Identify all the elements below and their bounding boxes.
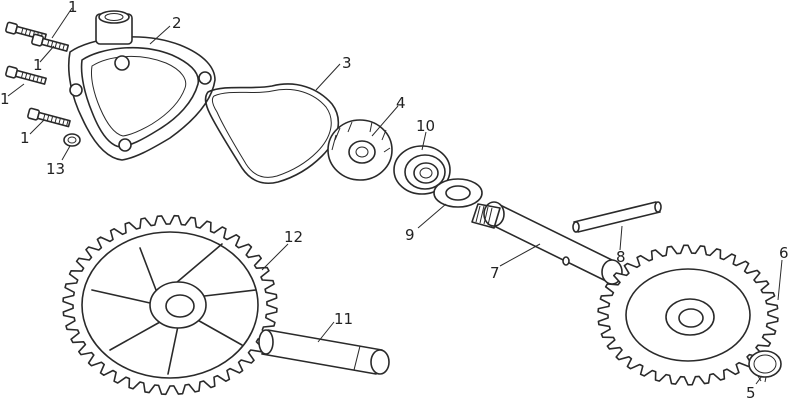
gasket — [204, 83, 340, 184]
callout-sealing-washer: 13 — [46, 160, 65, 178]
callout-seal: 10 — [416, 117, 435, 135]
pin — [572, 201, 662, 233]
callout-bolt-a: 1 — [68, 0, 78, 16]
callout-bolt-c: 1 — [0, 90, 10, 108]
callout-impeller: 4 — [396, 94, 406, 112]
small-gear — [597, 244, 779, 386]
pump-cover — [67, 10, 216, 161]
circlip — [748, 350, 782, 383]
callout-washer: 9 — [405, 226, 415, 244]
callout-small-gear: 6 — [779, 244, 789, 262]
callout-bolt-d: 1 — [20, 129, 30, 147]
shaft — [471, 201, 623, 285]
callout-gear-shaft: 11 — [334, 310, 353, 328]
sealing-washer — [63, 133, 81, 147]
seal — [393, 145, 451, 195]
callout-pump-cover: 2 — [172, 14, 182, 32]
callout-large-gear: 12 — [284, 228, 303, 246]
callout-bolt-b: 1 — [33, 56, 43, 74]
leader-lines — [7, 7, 783, 385]
washer — [433, 178, 483, 208]
gear-shaft — [258, 329, 390, 375]
impeller — [327, 119, 393, 181]
callout-gasket: 3 — [342, 54, 352, 72]
callout-pin: 8 — [616, 248, 626, 266]
bolts — [5, 21, 71, 128]
callout-shaft: 7 — [490, 264, 500, 282]
large-gear — [62, 214, 278, 396]
callout-circlip: 5 — [746, 384, 756, 400]
